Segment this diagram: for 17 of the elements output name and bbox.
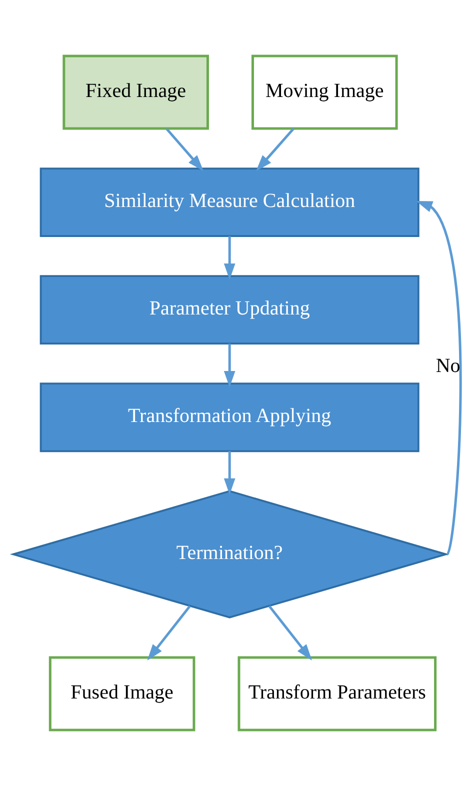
node-box: Fixed Image <box>62 54 209 130</box>
node-box: Moving Image <box>251 54 398 130</box>
node-box: Fused Image <box>48 656 196 732</box>
arrow <box>147 605 191 660</box>
node-box: Parameter Updating <box>40 275 420 345</box>
node-box: Transformation Applying <box>40 382 420 452</box>
arrow <box>224 344 236 388</box>
node-box: Similarity Measure Calculation <box>40 168 420 237</box>
arrow <box>224 236 236 280</box>
arrow <box>416 201 462 555</box>
node-diamond: Termination? <box>10 490 450 618</box>
arrow <box>256 128 294 172</box>
node-box: Transform Parameters <box>238 656 437 732</box>
arrow <box>268 605 312 660</box>
arrow <box>166 128 204 172</box>
edge-label: No <box>436 354 460 377</box>
arrow <box>224 451 236 495</box>
